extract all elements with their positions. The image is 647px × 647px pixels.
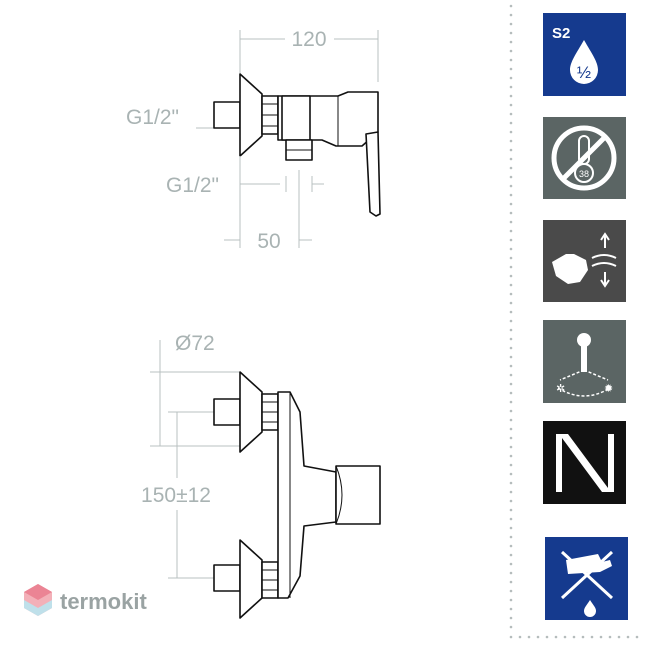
class-s2-badge: S2 ½	[543, 13, 626, 96]
watermark-text: termokit	[60, 589, 147, 614]
up-arrow-icon	[600, 232, 610, 248]
spacing-dimension-label: 50	[257, 230, 280, 253]
brand-logo-icon	[556, 434, 614, 492]
svg-text:½: ½	[577, 63, 591, 82]
diameter-dimension-label: Ø72	[175, 332, 215, 355]
svg-text:38: 38	[579, 169, 589, 179]
handle-motion-badge	[543, 220, 626, 302]
water-drop-icon	[570, 40, 598, 84]
no-thermostat-badge: 38	[543, 117, 626, 199]
snowflake-icon: ✲	[556, 382, 565, 395]
top-view: 120 G1/2" G1/2" 50	[126, 28, 381, 253]
temperature-lever-badge: ✲ ✹	[543, 320, 626, 403]
center-distance-label: 150±12	[141, 484, 211, 507]
feature-badges: S2 ½ 38 ✲	[543, 13, 628, 620]
down-arrow-icon	[600, 272, 610, 288]
inlet-thread-label: G1/2"	[126, 106, 179, 129]
outlet-thread-label: G1/2"	[166, 174, 219, 197]
no-abrasive-cleaning-badge	[545, 537, 628, 620]
front-view: Ø72 150±12	[141, 332, 381, 619]
flame-icon: ✹	[604, 382, 613, 395]
termokit-watermark: termokit	[24, 584, 147, 616]
width-dimension-label: 120	[291, 28, 326, 51]
svg-text:S2: S2	[552, 25, 570, 42]
brand-logo-badge	[543, 421, 626, 504]
pouring-bottle-icon	[566, 554, 612, 574]
dotted-separator	[509, 4, 639, 639]
drop-icon	[584, 600, 596, 617]
hand-icon	[552, 254, 588, 284]
